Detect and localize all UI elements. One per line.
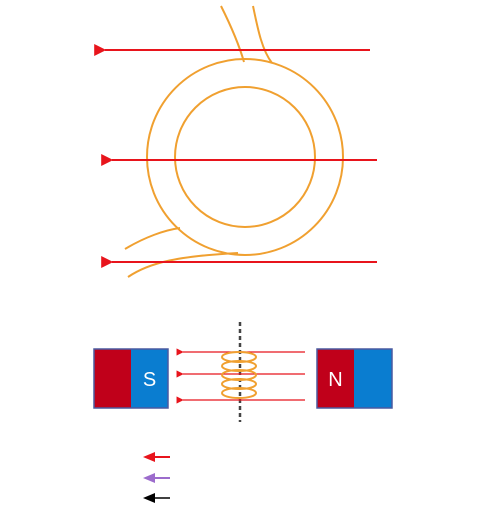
coil-loop-diagram <box>94 5 377 278</box>
left-magnet-blue-half <box>131 349 168 408</box>
coil-lead-inner <box>252 5 273 64</box>
right-magnet-blue-half <box>354 349 392 408</box>
right-magnet-red-half <box>317 349 354 408</box>
solenoid <box>221 351 257 399</box>
right-magnet-pole-label: N <box>328 369 342 391</box>
legend <box>143 452 170 503</box>
purple-arrow-icon <box>143 473 170 483</box>
left-magnet-outline <box>93 348 169 409</box>
black-arrow-icon <box>143 493 170 503</box>
left-magnet-pole-label: S <box>143 369 156 391</box>
coil-lead-lower-1 <box>124 227 181 250</box>
left-magnet-red-half <box>94 349 131 408</box>
coil-inner-ring <box>174 86 316 228</box>
magnet-solenoid-diagram: S N <box>93 322 393 422</box>
coil-lead-lower-2 <box>127 252 239 278</box>
field-arrow-icon <box>143 452 170 462</box>
coil-outer-ring <box>146 58 344 256</box>
right-magnet-outline <box>316 348 393 409</box>
right-magnet: N <box>316 348 393 409</box>
coil-lead-outer <box>220 5 245 63</box>
left-magnet: S <box>93 348 169 409</box>
